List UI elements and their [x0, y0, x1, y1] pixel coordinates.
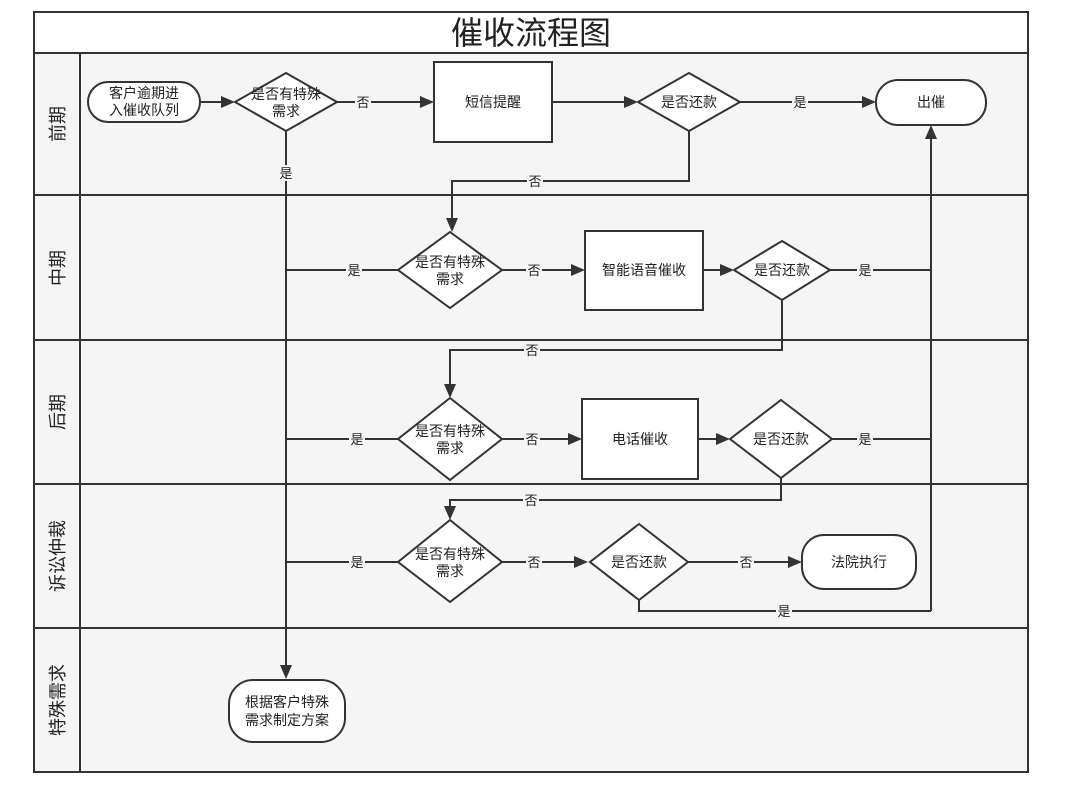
edge-label-no: 否	[356, 96, 369, 111]
edge-label-no: 否	[527, 264, 540, 279]
edge-repaid3-to-special4	[449, 478, 782, 508]
lane-label-middle: 中期	[48, 250, 69, 286]
node-decision-repaid-3[interactable]: 是否还款	[728, 398, 834, 480]
node-special-2-line-1: 是否有特殊	[415, 255, 485, 271]
node-court-label: 法院执行	[831, 555, 887, 571]
node-court-enforcement[interactable]: 法院执行	[801, 534, 917, 590]
node-decision-special-2[interactable]: 是否有特殊 需求	[396, 230, 504, 310]
edge-label-yes: 是	[350, 556, 363, 571]
lane-label-litigation: 诉讼仲裁	[48, 520, 69, 592]
node-special-3-line-1: 是否有特殊	[415, 424, 485, 440]
arrowhead-into-custom	[280, 665, 292, 679]
node-done-label: 出催	[917, 95, 945, 111]
edge-label-yes: 是	[777, 605, 790, 620]
arrowhead-into-done	[925, 125, 937, 139]
arrowhead-special3-phone	[568, 433, 582, 445]
arrowhead-start-special1	[221, 96, 235, 108]
edge-labels: 否 是 是 否 是 否 是 否 是 否 是 否 是 否 否 是	[278, 94, 873, 620]
edge-label-no: 否	[524, 494, 537, 509]
arrowhead-into-special3	[444, 384, 456, 398]
edge-repaid1-to-special2	[451, 131, 690, 220]
lane-label-early: 前期	[48, 106, 69, 142]
node-custom-plan[interactable]: 根据客户特殊 需求制定方案	[228, 679, 346, 743]
edge-label-yes: 是	[347, 264, 360, 279]
edge-label-yes: 是	[858, 264, 871, 279]
node-decision-special-4[interactable]: 是否有特殊 需求	[396, 518, 504, 604]
node-phone-collection[interactable]: 电话催收	[581, 398, 699, 480]
edge-label-no: 否	[527, 556, 540, 571]
node-special-1-line-1: 是否有特殊	[251, 87, 321, 103]
node-sms-label: 短信提醒	[465, 95, 521, 111]
node-repaid-2-label: 是否还款	[754, 263, 810, 279]
edge-repaid2-to-special3	[449, 300, 783, 386]
node-special-2-line-2: 需求	[436, 272, 464, 288]
node-start-line-2: 入催收队列	[109, 103, 179, 119]
arrowhead-sms-repaid1	[624, 96, 638, 108]
swimlane-frame	[33, 11, 1029, 773]
edge-label-no: 否	[525, 433, 538, 448]
lane-labels: 前期 中期 后期 诉讼仲裁 特殊需求	[48, 106, 69, 736]
node-phone-label: 电话催收	[612, 432, 668, 448]
node-special-3-line-2: 需求	[436, 441, 464, 457]
node-custom-line-1: 根据客户特殊	[245, 694, 329, 711]
node-sms-reminder[interactable]: 短信提醒	[433, 61, 553, 143]
arrowhead-voice-repaid2	[720, 264, 734, 276]
lane-label-special: 特殊需求	[48, 664, 69, 736]
node-repaid-3-label: 是否还款	[753, 432, 809, 448]
node-voice-label: 智能语音催收	[602, 262, 686, 279]
node-decision-special-1[interactable]: 是否有特殊 需求	[232, 71, 340, 133]
arrowhead-repaid4-court	[788, 556, 802, 568]
arrowhead-special2-voice	[571, 264, 585, 276]
arrowhead-repaid1-done	[862, 96, 876, 108]
edge-label-no: 否	[528, 175, 541, 190]
node-start-line-1: 客户逾期进	[109, 85, 179, 102]
node-special-4-line-1: 是否有特殊	[415, 547, 485, 563]
node-done[interactable]: 出催	[875, 79, 987, 126]
page-title: 催收流程图	[451, 14, 611, 52]
arrowhead-special1-sms	[420, 96, 434, 108]
arrowhead-into-special4	[444, 506, 456, 520]
nodes: 客户逾期进 入催收队列 是否有特殊 需求 短信提醒 是否还款 出催 是否有特殊 …	[87, 61, 987, 743]
edge-label-no: 否	[525, 344, 538, 359]
node-repaid-4-label: 是否还款	[611, 555, 667, 571]
arrowheads	[221, 96, 937, 679]
node-decision-repaid-2[interactable]: 是否还款	[732, 239, 832, 302]
node-special-1-line-2: 需求	[272, 104, 300, 120]
arrowhead-into-special2	[446, 218, 458, 232]
node-decision-repaid-1[interactable]: 是否还款	[635, 71, 743, 133]
node-ai-voice-collection[interactable]: 智能语音催收	[584, 230, 704, 311]
node-start[interactable]: 客户逾期进 入催收队列	[87, 81, 201, 123]
node-custom-line-2: 需求制定方案	[245, 712, 329, 729]
arrowhead-phone-repaid3	[716, 433, 730, 445]
edge-label-yes: 是	[793, 96, 806, 111]
node-repaid-1-label: 是否还款	[661, 95, 717, 111]
edge-label-yes: 是	[858, 433, 871, 448]
node-decision-repaid-4[interactable]: 是否还款	[588, 522, 690, 602]
node-special-4-line-2: 需求	[436, 564, 464, 580]
edge-label-no: 否	[739, 556, 752, 571]
lane-label-late: 后期	[48, 394, 69, 430]
edge-label-yes: 是	[279, 167, 292, 182]
arrowhead-special4-repaid4	[574, 556, 588, 568]
lane-backgrounds	[35, 53, 1028, 772]
node-decision-special-3[interactable]: 是否有特殊 需求	[396, 396, 504, 482]
edge-label-yes: 是	[350, 433, 363, 448]
edge-repaid4-yes-to-right	[638, 600, 931, 612]
edges	[200, 101, 932, 665]
